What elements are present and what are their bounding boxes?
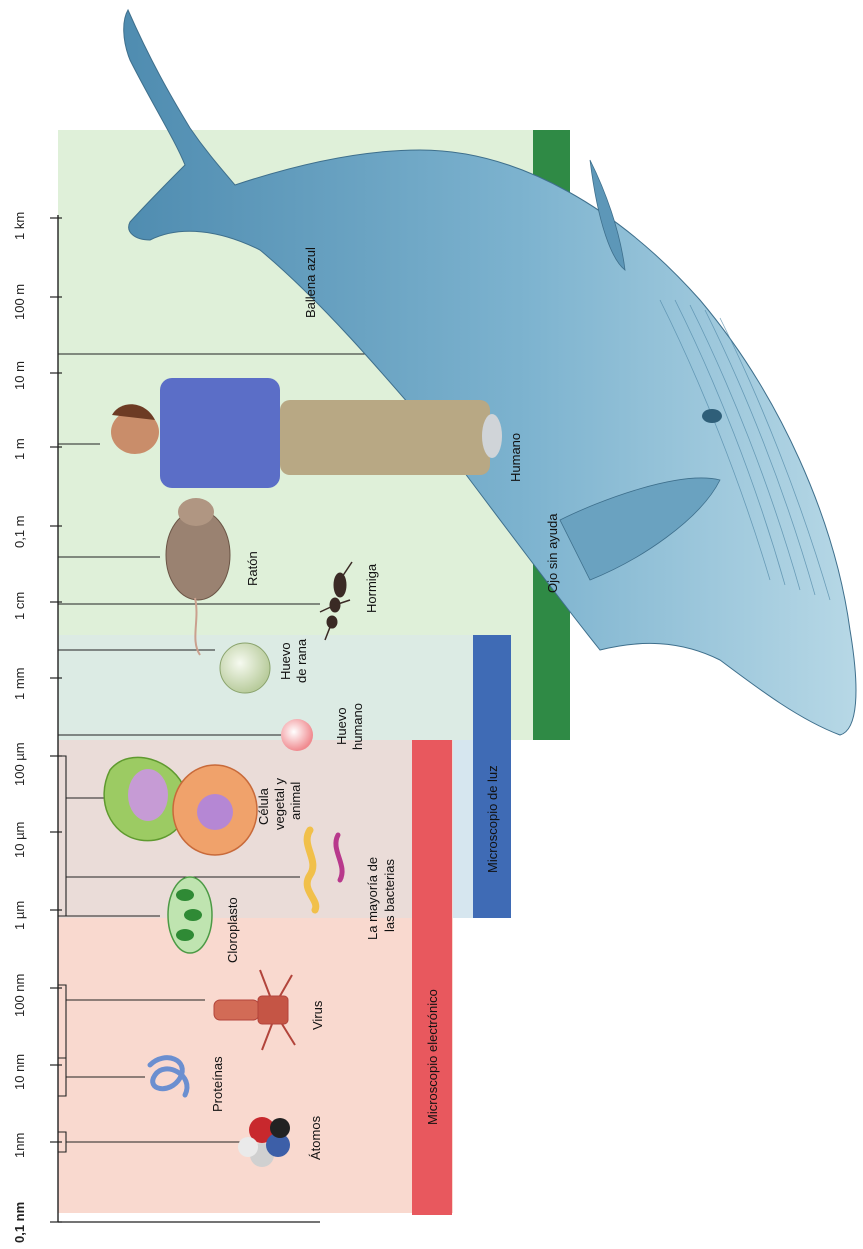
tick-label-11: 10 m xyxy=(12,361,27,390)
label-light-microscope: Microscopio de luz xyxy=(485,765,500,873)
label-huevo-humano-2: humano xyxy=(350,703,365,750)
tick-label-10: 1 m xyxy=(12,438,27,460)
chloroplast-illustration xyxy=(168,877,212,953)
tick-label-7: 1 mm xyxy=(12,668,27,701)
label-celula-2: vegetal y xyxy=(272,777,287,830)
label-eye: Ojo sin ayuda xyxy=(545,513,560,593)
human-egg-illustration xyxy=(281,719,313,751)
label-humano: Humano xyxy=(508,433,523,482)
label-proteinas: Proteínas xyxy=(210,1056,225,1112)
label-ballena: Ballena azul xyxy=(303,247,318,318)
label-bacterias-1: La mayoría de xyxy=(365,857,380,940)
electron-microscope-bar xyxy=(412,740,452,1215)
label-celula-1: Célula xyxy=(256,787,271,825)
label-cloroplasto: Cloroplasto xyxy=(225,897,240,963)
tick-label-12: 100 m xyxy=(12,284,27,320)
tick-label-3: 100 nm xyxy=(12,974,27,1017)
tick-label-0: 0,1 nm xyxy=(12,1202,27,1243)
label-atomos: Átomos xyxy=(308,1115,323,1160)
tick-label-5: 10 µm xyxy=(12,822,27,858)
tick-label-2: 10 nm xyxy=(12,1054,27,1090)
label-hormiga: Hormiga xyxy=(364,563,379,613)
label-huevo-humano-1: Huevo xyxy=(334,707,349,745)
label-raton: Ratón xyxy=(245,551,260,586)
tick-label-1: 1nm xyxy=(12,1133,27,1158)
tick-label-6: 100 µm xyxy=(12,742,27,786)
tick-label-9: 0,1 m xyxy=(12,515,27,548)
light-microscope-zone xyxy=(453,740,473,918)
tick-labels: 0,1 nm 1nm 10 nm 100 nm 1 µm 10 µm 100 µ… xyxy=(12,212,27,1243)
label-huevo-rana-1: Huevo xyxy=(278,642,293,680)
tick-label-4: 1 µm xyxy=(12,901,27,930)
label-virus: Virus xyxy=(310,1000,325,1030)
tick-label-8: 1 cm xyxy=(12,592,27,620)
label-celula-3: animal xyxy=(288,782,303,820)
frog-egg-illustration xyxy=(220,643,270,693)
label-electron-microscope: Microscopio electrónico xyxy=(425,989,440,1125)
light-zone xyxy=(58,635,473,740)
label-bacterias-2: las bacterias xyxy=(382,859,397,932)
atoms-zone xyxy=(58,918,453,1213)
tick-label-13: 1 km xyxy=(12,212,27,240)
label-huevo-rana-2: de rana xyxy=(294,638,309,683)
